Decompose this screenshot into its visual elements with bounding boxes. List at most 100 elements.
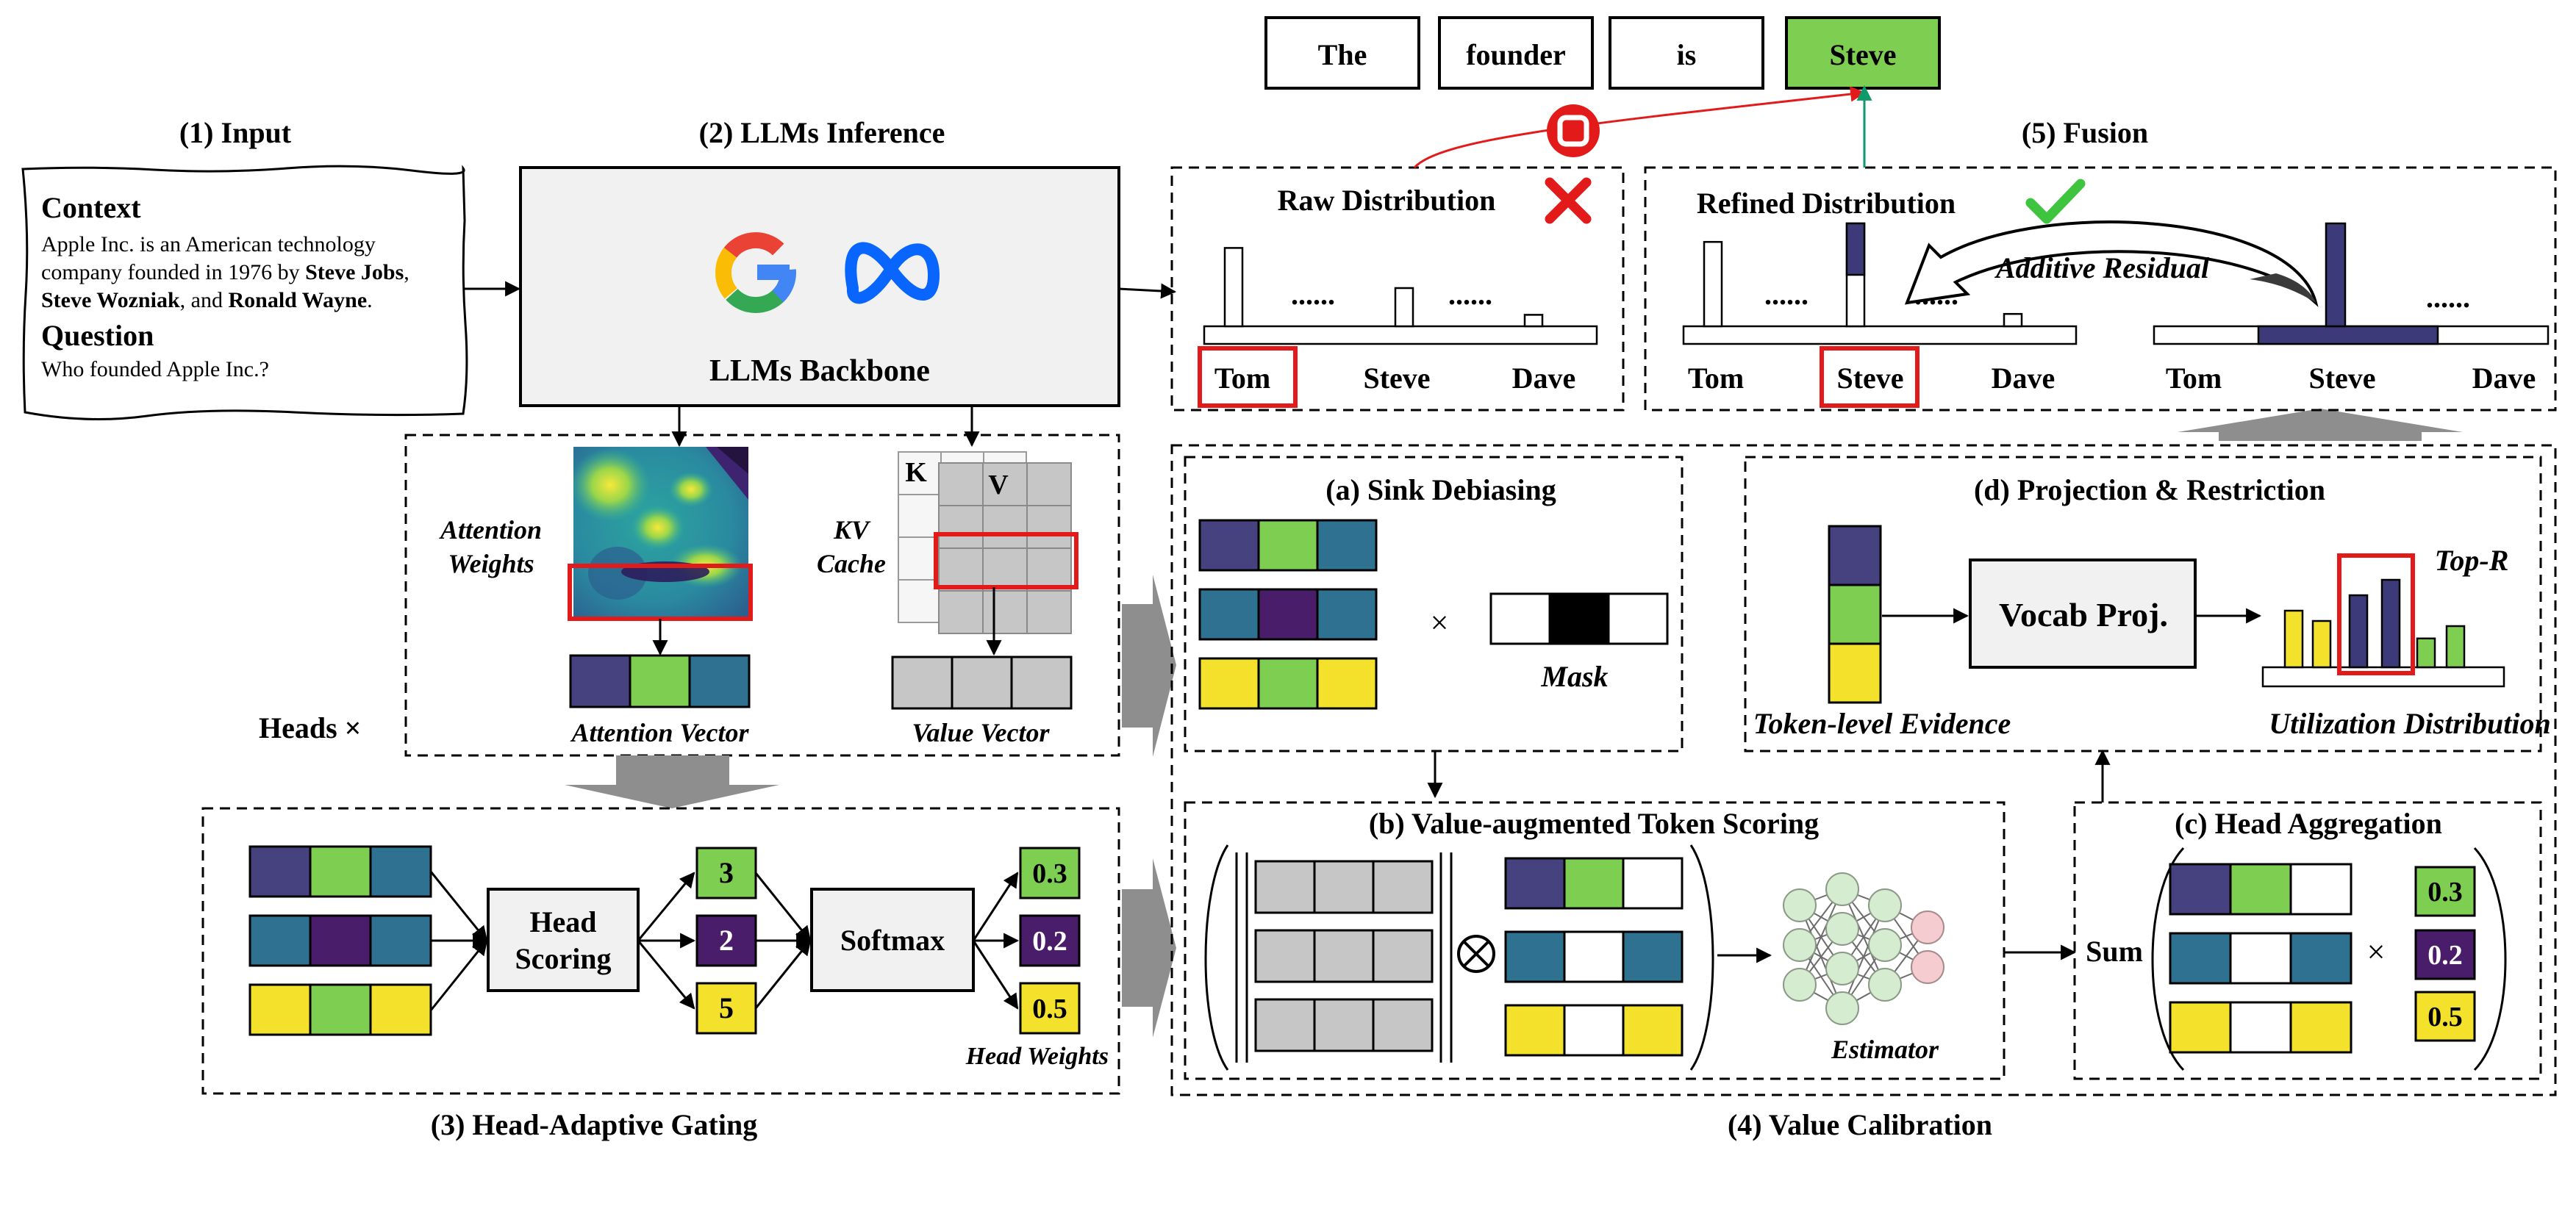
evidence-cell — [1828, 525, 1882, 586]
raw-bar — [1394, 287, 1414, 328]
vector-cell — [1254, 929, 1316, 983]
token-scoring-title: (b) Value-augmented Token Scoring — [1369, 807, 1819, 840]
vector-cell — [248, 845, 312, 898]
fusion-panel — [1644, 166, 2557, 412]
head-internals-panel — [404, 434, 1120, 757]
refined-bar — [2003, 312, 2023, 328]
network-node — [1783, 928, 1817, 962]
attention-weights-label-1: Attention — [439, 515, 542, 545]
head-scores: 325 — [695, 847, 757, 1035]
v-cell — [938, 505, 984, 549]
attention-heatmap — [568, 447, 753, 621]
head-weights-label: Head Weights — [965, 1043, 1109, 1070]
vector-cell — [309, 983, 372, 1036]
vector-cell — [1316, 519, 1378, 572]
vector-cell — [1254, 860, 1316, 914]
gating-panel — [201, 807, 1120, 1095]
head-score-text: 3 — [719, 856, 734, 889]
residual-token-label: Steve — [2308, 362, 2375, 395]
raw-distribution-panel — [1170, 166, 1625, 412]
aggregation-vector — [2169, 863, 2353, 916]
vector-cell — [629, 654, 691, 708]
head-score-box — [695, 847, 757, 899]
scoring-masked-attention-vectors — [1504, 857, 1684, 1057]
vector-cell — [1372, 998, 1434, 1052]
cross-icon — [1545, 177, 1592, 224]
calibration-title: (4) Value Calibration — [1728, 1108, 1992, 1141]
calibration-panel — [1170, 444, 2557, 1096]
refined-token-label: Tom — [1688, 362, 1744, 395]
sink-times: × — [1431, 605, 1449, 641]
output-token-text: Steve — [1829, 38, 1896, 71]
utilization-bar — [2445, 625, 2466, 669]
head-scoring-label-2: Scoring — [515, 942, 611, 975]
output-token-text: The — [1318, 38, 1367, 71]
sink-head-vector — [1198, 588, 1378, 641]
raw-dots-1: ...... — [1291, 278, 1335, 311]
scoring-right-paren — [1689, 844, 1714, 1071]
kv-label-2: Cache — [817, 549, 886, 578]
head-weight-text: 0.2 — [1032, 926, 1067, 957]
head-weight-text: 0.5 — [1032, 994, 1067, 1024]
network-node — [1783, 888, 1817, 922]
head-score-text: 2 — [719, 924, 734, 957]
utilization-bar — [2380, 578, 2401, 669]
additive-residual-arrow — [1904, 220, 2319, 307]
stop-icon — [1547, 104, 1600, 157]
softmax-box — [810, 888, 975, 992]
attention-vector-label: Attention Vector — [570, 718, 749, 747]
scoring-value-vector — [1254, 929, 1434, 983]
network-node — [1868, 968, 1902, 1002]
output-token-text: is — [1677, 38, 1697, 71]
sum-label: Sum — [2086, 935, 2143, 968]
utilization-distribution-label: Utilization Distribution — [2269, 707, 2550, 740]
aggregation-times: × — [2367, 934, 2386, 970]
head-weight-box — [1019, 847, 1081, 899]
vector-cell — [2289, 863, 2353, 916]
raw-dots-2: ...... — [1448, 278, 1492, 311]
utilization-bar — [2311, 619, 2332, 669]
vector-cell — [1198, 588, 1260, 641]
vector-cell — [1504, 857, 1566, 910]
network-edge — [1799, 888, 1843, 985]
vector-cell — [2229, 863, 2292, 916]
aggregation-vector — [2169, 932, 2353, 985]
output-token-box — [1264, 16, 1420, 90]
refined-bar — [1703, 240, 1723, 328]
inference-title: (2) LLMs Inference — [699, 116, 945, 149]
raw-to-output-arrow — [1413, 86, 1867, 169]
residual-token-label: Dave — [2472, 362, 2536, 395]
heads-label: Heads × — [259, 711, 361, 744]
sink-debiasing-panel — [1184, 456, 1684, 753]
vector-cell — [1257, 657, 1319, 710]
v-cell — [938, 590, 984, 634]
sink-head-vector — [1198, 657, 1378, 710]
vector-cell — [2289, 932, 2353, 985]
vector-cell — [248, 914, 312, 967]
v-label: V — [988, 470, 1009, 500]
vector-cell — [688, 654, 751, 708]
estimator-label: Estimator — [1831, 1035, 1939, 1064]
aggregation-vector — [2169, 1001, 2353, 1054]
gating-head-vector — [248, 983, 432, 1036]
aggregation-vectors — [2169, 863, 2353, 1054]
projection-panel — [1744, 456, 2542, 753]
evidence-cell — [1828, 583, 1882, 645]
v-cell — [1026, 505, 1072, 549]
projection-title: (d) Projection & Restriction — [1974, 473, 2325, 506]
backbone-to-raw-arrow — [1118, 283, 1177, 299]
vector-cell — [1313, 929, 1375, 983]
gating-head-vector — [248, 845, 432, 898]
head-weights: 0.30.20.5 — [1019, 847, 1081, 1035]
utilization-bar — [2416, 637, 2436, 669]
meta-logo — [845, 242, 940, 304]
v-cell — [982, 590, 1028, 634]
aggregation-weight-box — [2414, 929, 2476, 980]
refined-distribution-bars — [1682, 222, 2078, 345]
aggregation-weights: 0.30.20.5 — [2414, 866, 2476, 1042]
head-weight-box — [1019, 982, 1081, 1035]
vector-cell — [1313, 860, 1375, 914]
